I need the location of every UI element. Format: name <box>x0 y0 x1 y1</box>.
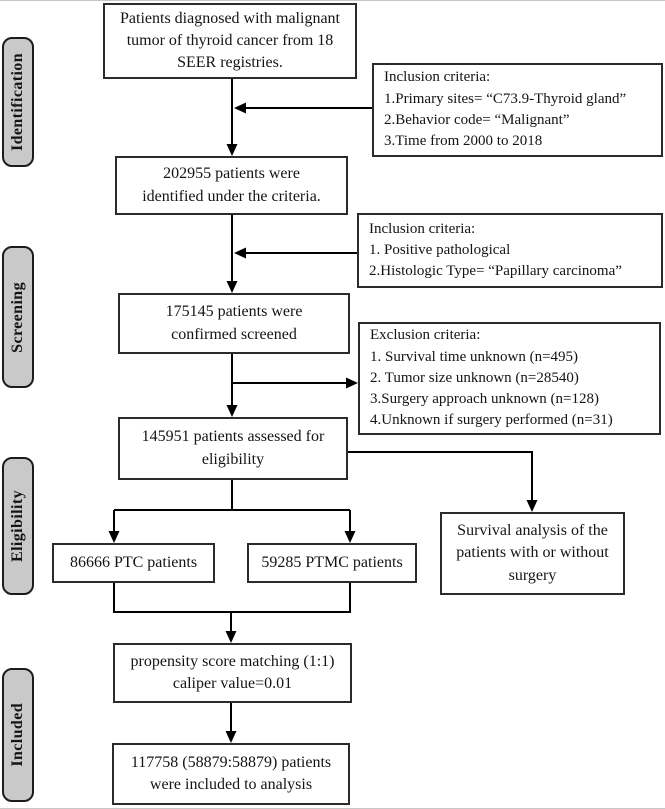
stage-label-eligibility: Eligibility <box>2 457 34 595</box>
stage-label-included-text: Included <box>9 703 26 767</box>
box-survival-analysis: Survival analysis of the patients with o… <box>440 512 625 595</box>
arrowhead-screened <box>226 281 238 293</box>
arrow-assessed-split <box>113 480 351 531</box>
arrowhead-exclusion <box>346 377 358 389</box>
stage-label-identification-text: Identification <box>9 52 26 152</box>
box-propensity-matching: propensity score matching (1:1) caliper … <box>113 643 352 703</box>
box-screened-patients: 175145 patients were confirmed screened <box>118 293 350 354</box>
arrowhead-identified <box>226 144 238 156</box>
box-source-population: Patients diagnosed with malignant tumor … <box>103 3 357 79</box>
stage-label-identification: Identification <box>2 37 34 167</box>
box-assessed-patients: 145951 patients assessed for eligibility <box>118 417 348 480</box>
stage-label-screening-text: Screening <box>9 281 26 353</box>
arrowhead-psm <box>225 631 237 643</box>
box-ptc-patients: 86666 PTC patients <box>52 543 215 583</box>
arrowhead-assessed <box>226 405 238 417</box>
criteria-box-exclusion: Exclusion criteria: 1. Survival time unk… <box>358 322 661 435</box>
criteria-box-inclusion-identification: Inclusion criteria: 1.Primary sites= “C7… <box>372 63 663 157</box>
box-final-analysis: 117758 (58879:58879) patients were inclu… <box>112 743 350 805</box>
figure-top-rule <box>0 0 665 1</box>
criteria-box-inclusion-screening: Inclusion criteria: 1. Positive patholog… <box>357 213 663 288</box>
box-identified-patients: 202955 patients were identified under th… <box>115 156 348 215</box>
box-ptmc-patients: 59285 PTMC patients <box>247 543 417 583</box>
arrowhead-survival <box>526 500 538 512</box>
arrow-assessed-to-survival <box>348 451 533 500</box>
stage-label-screening: Screening <box>2 246 34 388</box>
arrowhead-ptmc <box>344 531 356 543</box>
arrowhead-inclusion2 <box>234 247 246 259</box>
arrow-merge-to-psm <box>113 583 351 631</box>
arrowhead-ptc <box>108 531 120 543</box>
arrowhead-inclusion1 <box>234 102 246 114</box>
arrowhead-final <box>225 731 237 743</box>
stage-label-included: Included <box>2 668 34 802</box>
stage-label-eligibility-text: Eligibility <box>9 490 26 562</box>
